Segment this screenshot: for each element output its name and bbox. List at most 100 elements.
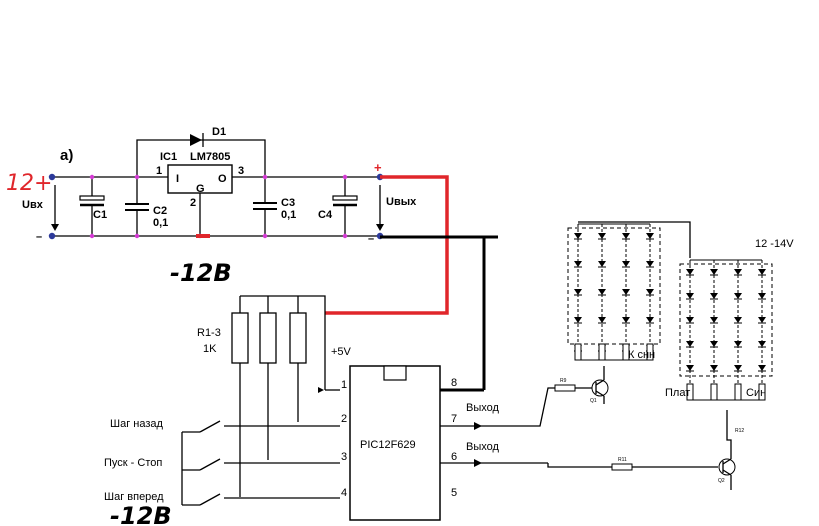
out1-label: Выход	[466, 402, 499, 414]
led-frame	[679, 263, 773, 377]
led-diode-icon	[598, 233, 606, 239]
c2-value: 0,1	[153, 217, 168, 229]
led-section: 12 -14V К снн Плат Син R9 Q1 R11	[520, 221, 794, 490]
led-diode-icon	[686, 365, 694, 371]
ground-handwritten-bottom: -12В	[110, 502, 172, 526]
diode-label: D1	[212, 126, 226, 138]
led-diode-icon	[622, 317, 630, 323]
led-diode-icon	[646, 317, 654, 323]
led-diode-icon	[734, 365, 742, 371]
led-diode-icon	[686, 317, 694, 323]
led-diode-icon	[758, 269, 766, 275]
transistor-q1	[591, 366, 609, 404]
led-column-resistor	[598, 343, 606, 361]
resistor-array-label: R1-3	[197, 327, 221, 339]
transistor-q2	[718, 458, 736, 490]
pin6-arrow	[474, 459, 482, 467]
capacitor-c1	[79, 177, 105, 236]
r-base-2-label: R11	[618, 457, 627, 463]
led-diode-icon	[710, 341, 718, 347]
ic-pin-in: I	[176, 173, 179, 185]
led-diode-icon	[758, 317, 766, 323]
led-frame	[567, 227, 661, 345]
ic-pin3: 3	[238, 165, 244, 177]
regulator-section: а) D1 IC1 LM7805 I G O 1 3 2 C1	[6, 126, 417, 287]
diode-d1	[190, 133, 204, 147]
regulator-ic	[167, 164, 233, 194]
ic-pin-out: O	[218, 173, 227, 185]
pin-7: 7	[451, 413, 457, 425]
resistor-r1	[231, 296, 249, 497]
led-diode-icon	[598, 289, 606, 295]
junction-dots	[89, 174, 348, 239]
c4-label: C4	[318, 209, 333, 221]
button-start-stop	[182, 458, 340, 471]
r-base-1-label: R9	[560, 378, 567, 384]
ic-pin1: 1	[156, 165, 162, 177]
block1-caption: К снн	[628, 349, 655, 361]
led-diode-icon	[758, 341, 766, 347]
r-emit-2-label: R12	[735, 428, 744, 434]
q1-label: Q1	[590, 398, 597, 404]
pin-2: 2	[341, 413, 347, 425]
label-step-forward: Шаг вперед	[104, 491, 164, 503]
led-supply-rail	[578, 221, 691, 258]
resistor-r3	[289, 296, 307, 422]
r-base-2	[611, 463, 633, 471]
led-diode-icon	[734, 317, 742, 323]
q2-collector-wire	[726, 410, 732, 459]
capacitor-c2	[125, 177, 149, 236]
led-diode-icon	[734, 269, 742, 275]
led-diode-icon	[758, 365, 766, 371]
label-start-stop: Пуск - Стоп	[104, 457, 162, 469]
led-diode-icon	[622, 233, 630, 239]
pin-3: 3	[341, 451, 347, 463]
led-diode-icon	[622, 261, 630, 267]
pin-4: 4	[341, 487, 347, 499]
led-diode-icon	[710, 269, 718, 275]
led-diode-icon	[734, 341, 742, 347]
pullup-bus	[240, 295, 326, 390]
led-supply-label: 12 -14V	[755, 238, 794, 250]
led-block-1	[567, 223, 661, 361]
q2-label: Q2	[718, 478, 725, 484]
input-voltage-label: Uвх	[22, 199, 44, 211]
output-minus-mark: –	[368, 233, 374, 245]
ic-label: IC1	[160, 151, 177, 163]
pin7-arrow	[474, 422, 482, 430]
resistor-r2	[259, 296, 277, 460]
led-diode-icon	[574, 289, 582, 295]
block2-caption-left: Плат	[665, 387, 690, 399]
led-diode-icon	[622, 289, 630, 295]
led-diode-icon	[686, 341, 694, 347]
led-diode-icon	[598, 261, 606, 267]
button-step-forward	[182, 493, 340, 506]
led-diode-icon	[686, 269, 694, 275]
led-diode-icon	[710, 365, 718, 371]
led-diode-icon	[598, 317, 606, 323]
q1-base-wire	[520, 387, 555, 427]
led-column-resistor	[734, 383, 742, 401]
capacitor-c4	[332, 177, 358, 236]
led-diode-icon	[574, 261, 582, 267]
capacitor-c3	[253, 177, 277, 236]
c1-label: C1	[93, 209, 107, 221]
mcu-label: PIC12F629	[360, 439, 416, 451]
led-diode-icon	[710, 317, 718, 323]
c2-label: C2	[153, 205, 167, 217]
c3-value: 0,1	[281, 209, 296, 221]
mcu-notch	[383, 365, 407, 381]
led-block-2	[679, 259, 773, 401]
ic-pin2: 2	[190, 197, 196, 209]
led-diode-icon	[646, 261, 654, 267]
output-voltage-label: Uвых	[386, 196, 417, 208]
label-step-back: Шаг назад	[110, 418, 163, 430]
led-diode-icon	[686, 293, 694, 299]
ic-pin-gnd: G	[196, 183, 205, 195]
led-column-resistor	[574, 343, 582, 361]
block2-caption-right: Син	[746, 387, 766, 399]
pin-6: 6	[451, 451, 457, 463]
ic-part-number: LM7805	[190, 151, 230, 163]
vcc-label: +5V	[331, 346, 352, 358]
